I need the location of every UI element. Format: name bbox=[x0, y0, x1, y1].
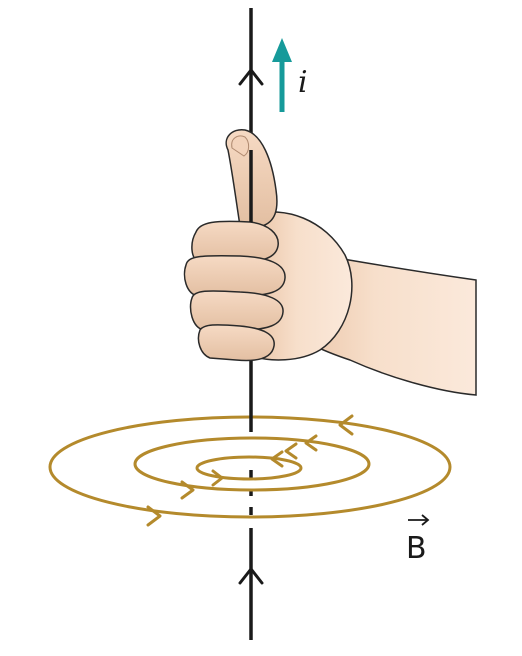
hand bbox=[183, 129, 477, 396]
field-arrow-middle-bottom bbox=[180, 480, 195, 500]
wire-arrow-up-top bbox=[238, 67, 264, 86]
field-line-inner-back bbox=[195, 455, 303, 469]
finger-ring bbox=[189, 290, 284, 331]
finger-little bbox=[197, 324, 275, 362]
field-line-inner-front bbox=[195, 467, 303, 481]
field-line-middle-front bbox=[133, 463, 371, 492]
field-arrow-middle-top-2 bbox=[284, 442, 298, 460]
wire-arrows bbox=[238, 67, 264, 585]
thumb-nail bbox=[231, 135, 250, 157]
field-arrow-inner-bottom bbox=[211, 469, 224, 487]
field-line-outer-front bbox=[48, 466, 452, 519]
field-label: B bbox=[406, 531, 427, 566]
field-line-middle-back bbox=[133, 436, 371, 465]
field-arrow-outer-top bbox=[338, 414, 354, 436]
field-arrow-inner-top bbox=[270, 450, 284, 468]
field-lines-front bbox=[48, 463, 452, 519]
current-label: i bbox=[298, 65, 308, 100]
field-arrow-outer-bottom bbox=[146, 505, 162, 527]
current-arrow bbox=[272, 38, 292, 112]
field-arrows bbox=[146, 414, 354, 527]
field-label-group: B bbox=[406, 514, 430, 566]
wire-arrow-up-bottom bbox=[238, 566, 264, 585]
finger-middle bbox=[183, 254, 286, 297]
field-arrow-middle-top-1 bbox=[304, 434, 318, 452]
